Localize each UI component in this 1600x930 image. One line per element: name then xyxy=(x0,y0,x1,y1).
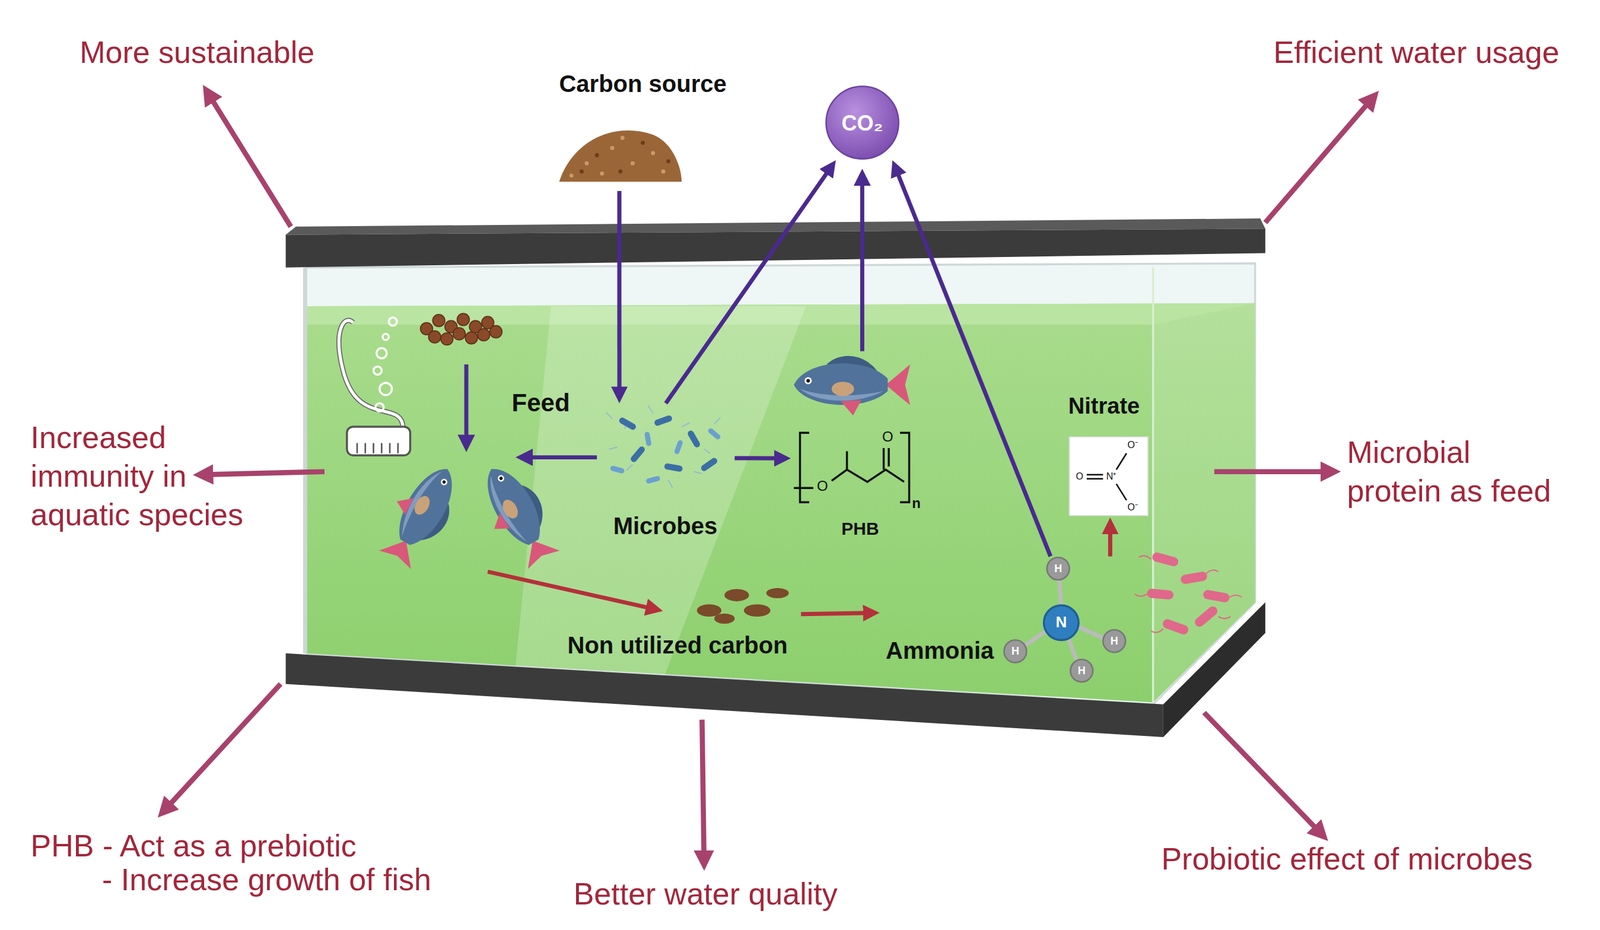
benefit-label: Microbial protein as feed xyxy=(1346,433,1562,511)
benefit-label: Efficient water usage xyxy=(1273,35,1560,72)
nitrate-node: Nitrate xyxy=(1055,389,1159,518)
atom-label: H xyxy=(1110,634,1119,648)
benefit-label: PHB - Act as a prebiotic xyxy=(30,828,357,864)
waste-node: Non utilized carbon xyxy=(555,577,801,663)
node-label: CO₂ xyxy=(841,110,883,136)
atom-label: O⁻ xyxy=(1127,501,1138,513)
atom-label: H xyxy=(1011,644,1020,658)
atom-label: O xyxy=(816,477,829,495)
node-label: Ammonia xyxy=(885,636,994,664)
atom-label: H xyxy=(1054,562,1062,575)
node-label: Microbes xyxy=(613,511,718,540)
flow-arrow xyxy=(665,167,832,404)
benefit-label: Probiotic effect of microbes xyxy=(1160,841,1533,877)
benefit-label: Increased immunity in aquatic species xyxy=(30,417,269,534)
atom-label: H xyxy=(1077,664,1086,677)
atom-label: O xyxy=(882,428,894,445)
phb-node: PHB xyxy=(790,428,919,543)
benefit-label: Better water quality xyxy=(573,876,838,912)
atom-label: O xyxy=(1076,471,1084,482)
flow-arrow xyxy=(616,191,622,396)
circle-outline xyxy=(825,86,899,159)
flow-arrow xyxy=(895,167,1051,556)
flow-label: Feed xyxy=(511,388,571,418)
subscript-label: n xyxy=(911,494,921,512)
co2-circle: CO₂ xyxy=(824,84,900,161)
node-label: PHB xyxy=(841,518,879,540)
microbes-node: Microbes xyxy=(596,402,735,544)
atom-label: N xyxy=(1055,613,1067,632)
flow-arrow xyxy=(1108,525,1113,556)
benefit-label: - Increase growth of fish xyxy=(102,861,432,898)
node-label: Carbon source xyxy=(558,70,727,98)
benefit-label: More sustainable xyxy=(79,35,315,72)
node-label: Nitrate xyxy=(1068,393,1140,420)
ammonia-node: Ammonia xyxy=(879,555,1135,682)
flow-arrow xyxy=(734,455,783,460)
flow-arrow xyxy=(800,612,871,615)
atom-label: O⁻ xyxy=(1127,439,1138,451)
atom-label: N⁺ xyxy=(1106,471,1117,482)
carbon-source-node: Carbon source xyxy=(551,63,736,192)
node-label: Non utilized carbon xyxy=(567,631,788,659)
